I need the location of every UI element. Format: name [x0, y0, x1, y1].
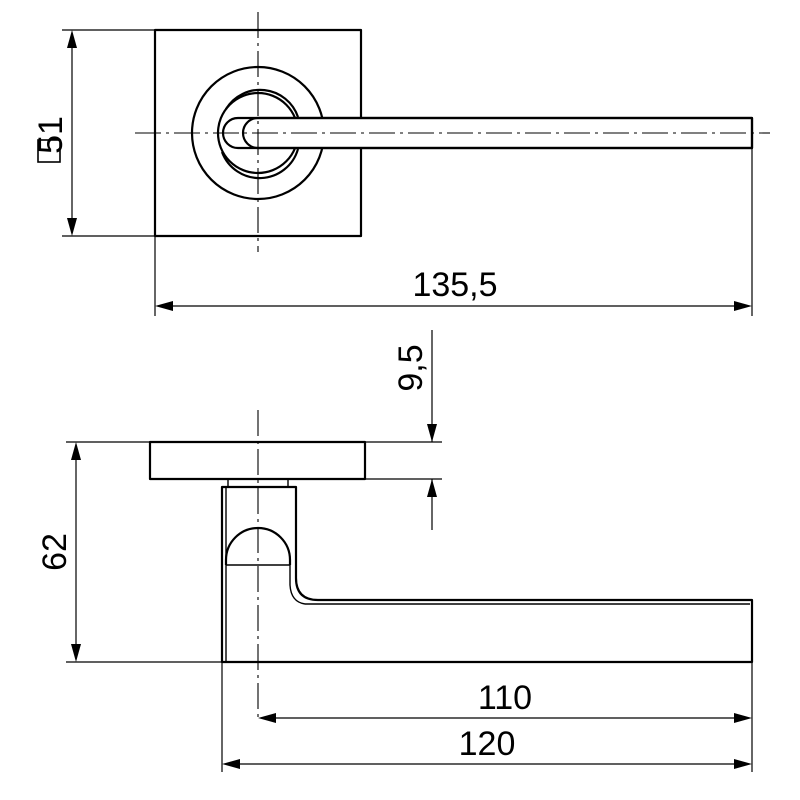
top-view: 51 135,5	[32, 12, 770, 316]
lever-bar-end	[241, 116, 259, 150]
dimension-label-rose-size: 51	[32, 116, 70, 154]
dimension-label-total-length-top: 135,5	[412, 266, 497, 304]
dimension-total-length-bottom: 120	[221, 662, 752, 772]
dimension-rose-size: 51	[32, 29, 155, 237]
dimension-rose-thickness: 9,5	[365, 330, 442, 530]
dimension-height: 62	[36, 441, 222, 663]
dimension-label-lever-length: 110	[478, 679, 532, 717]
lever-bend-edge	[289, 565, 306, 605]
side-view: 9,5 62 110 120	[36, 330, 754, 772]
square-symbol-icon	[37, 139, 61, 163]
dimension-label-rose-thickness: 9,5	[392, 344, 430, 391]
lever-profile	[220, 485, 754, 664]
dimension-label-height: 62	[36, 533, 74, 571]
dimension-lever-length: 110	[258, 662, 753, 772]
dimension-total-length-top: 135,5	[154, 148, 753, 316]
inner-ring-arc-lower	[220, 148, 300, 180]
dimension-label-total-length-bottom: 120	[459, 725, 516, 763]
inner-ring-arc	[225, 88, 300, 118]
